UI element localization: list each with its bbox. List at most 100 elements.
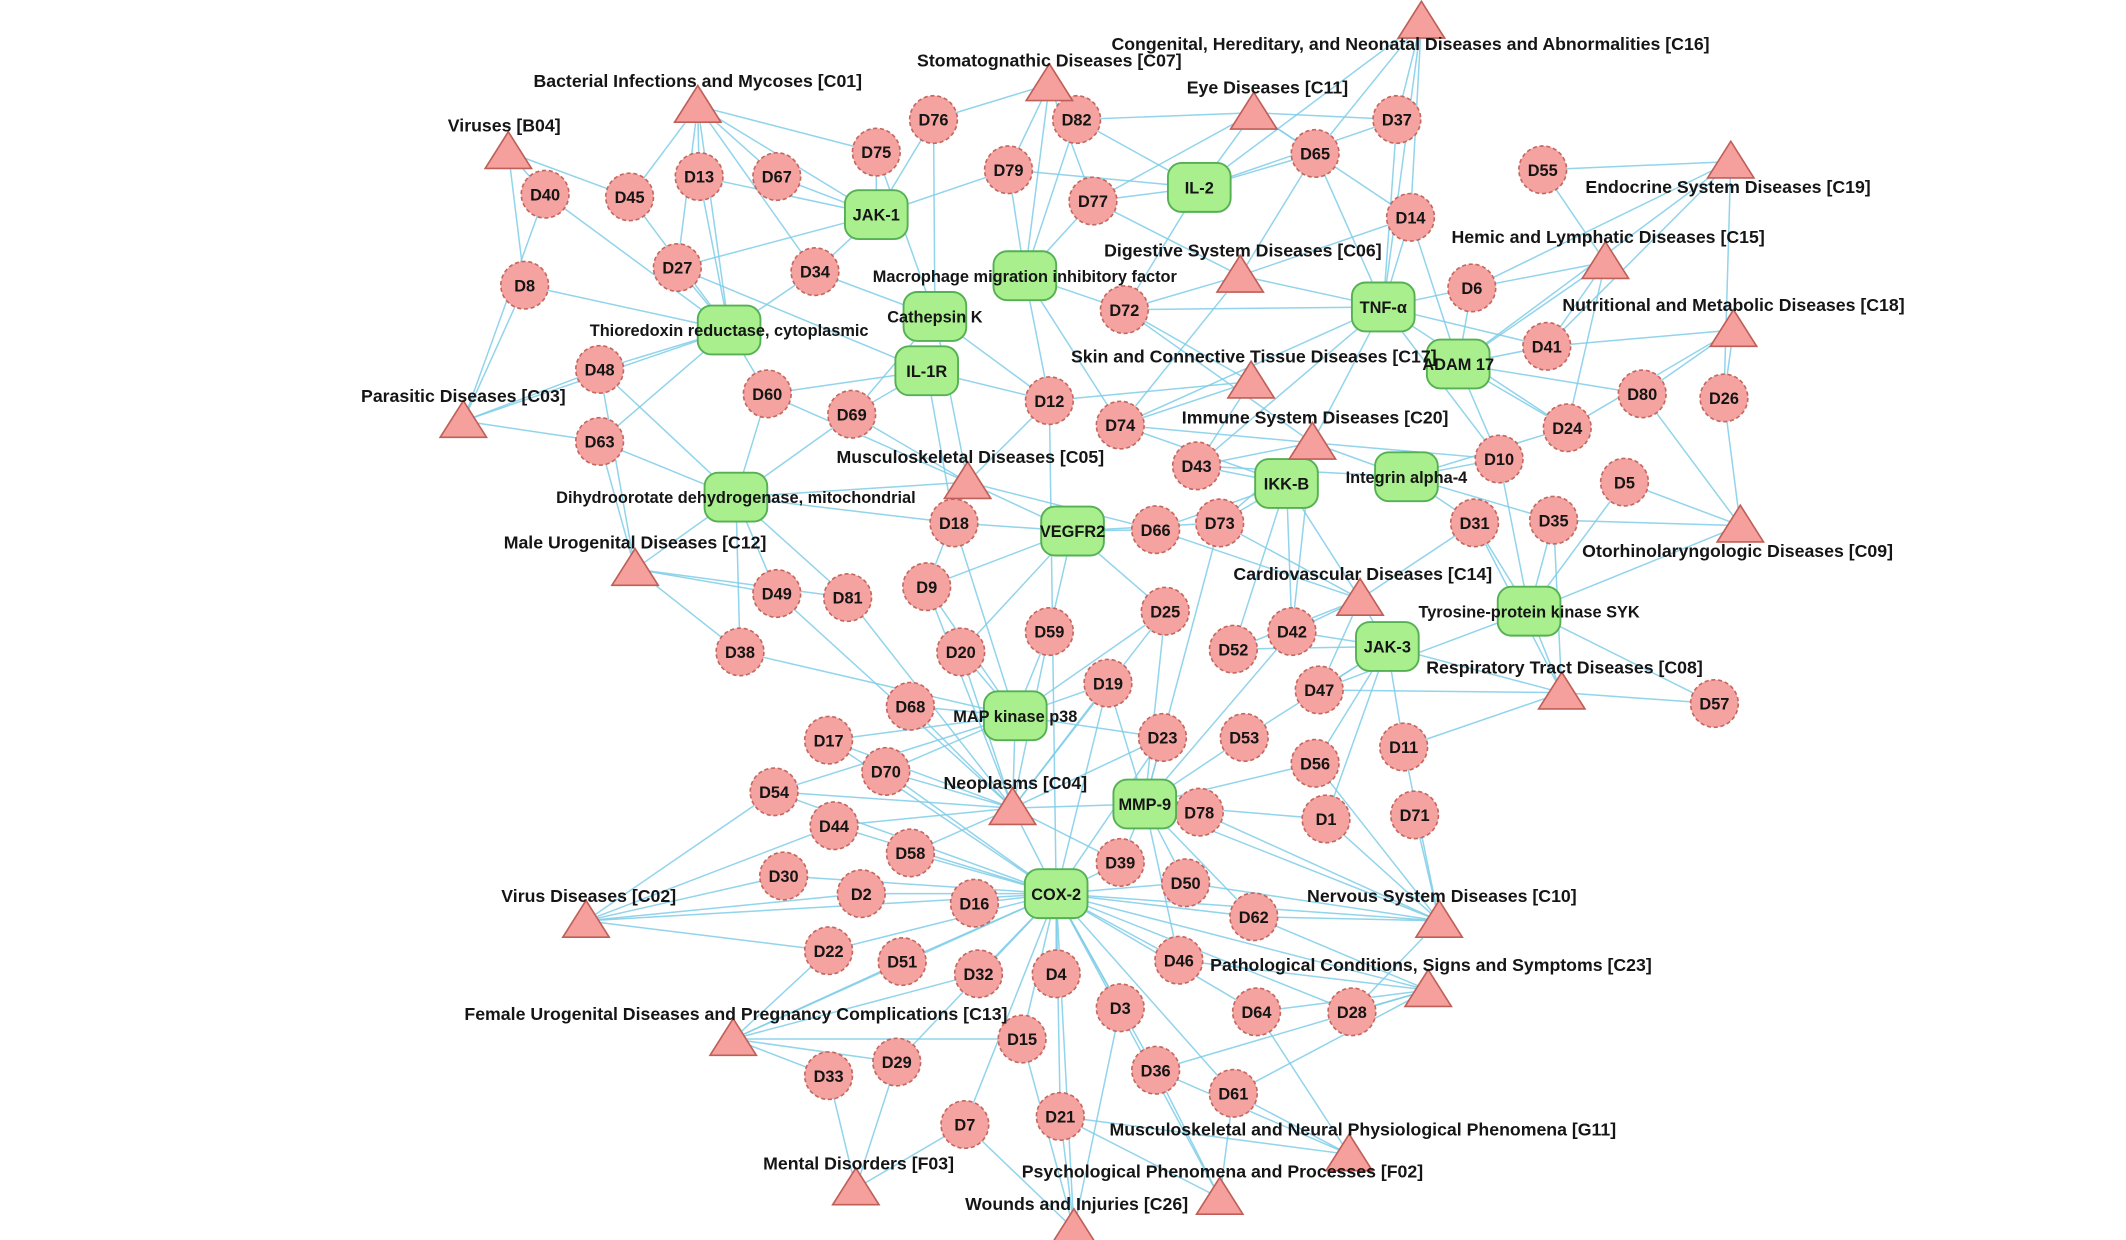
disease-circle[interactable] <box>1229 892 1279 942</box>
disease-node-D56[interactable]: D56 <box>1290 738 1340 788</box>
disease-circle[interactable] <box>1522 321 1572 371</box>
category-triangle[interactable] <box>1708 308 1759 348</box>
target-box[interactable] <box>1023 868 1089 920</box>
disease-node-D4[interactable]: D4 <box>1031 949 1081 999</box>
disease-node-D13[interactable]: D13 <box>674 151 724 202</box>
category-triangle[interactable] <box>1580 240 1631 280</box>
target-box[interactable] <box>843 189 909 240</box>
disease-node-D27[interactable]: D27 <box>652 242 702 293</box>
disease-node-D58[interactable]: D58 <box>885 828 936 878</box>
category-node-F02[interactable] <box>1195 1175 1245 1216</box>
disease-circle[interactable] <box>1689 678 1740 729</box>
target-node-MIF[interactable] <box>992 250 1058 302</box>
disease-circle[interactable] <box>1528 495 1579 545</box>
disease-circle[interactable] <box>1208 1068 1259 1118</box>
disease-circle[interactable] <box>574 344 625 395</box>
disease-circle[interactable] <box>803 1051 854 1101</box>
disease-node-D73[interactable]: D73 <box>1195 498 1245 548</box>
disease-node-D45[interactable]: D45 <box>604 172 655 222</box>
disease-circle[interactable] <box>803 715 854 765</box>
category-node-C02[interactable] <box>561 898 611 938</box>
category-triangle[interactable] <box>1715 503 1765 543</box>
disease-node-D7[interactable]: D7 <box>940 1099 990 1150</box>
target-node-CATK[interactable] <box>902 291 968 342</box>
disease-node-D14[interactable]: D14 <box>1385 192 1436 242</box>
category-triangle[interactable] <box>673 84 723 124</box>
disease-node-D57[interactable]: D57 <box>1689 678 1740 729</box>
target-node-IKKB[interactable] <box>1254 458 1319 509</box>
disease-circle[interactable] <box>803 926 854 976</box>
target-box[interactable] <box>992 250 1058 302</box>
target-box[interactable] <box>894 345 960 397</box>
disease-node-D23[interactable]: D23 <box>1137 712 1188 763</box>
disease-node-D34[interactable]: D34 <box>790 247 840 297</box>
target-box[interactable] <box>902 291 968 342</box>
disease-circle[interactable] <box>1174 787 1224 837</box>
disease-circle[interactable] <box>997 1014 1047 1064</box>
disease-node-D65[interactable]: D65 <box>1290 128 1340 179</box>
disease-circle[interactable] <box>1024 606 1075 657</box>
category-node-C08[interactable] <box>1537 670 1587 710</box>
target-node-JAK1[interactable] <box>843 189 909 240</box>
disease-circle[interactable] <box>520 169 570 219</box>
disease-circle[interactable] <box>715 627 765 677</box>
disease-circle[interactable] <box>790 247 840 297</box>
target-box[interactable] <box>1350 281 1416 333</box>
disease-node-D30[interactable]: D30 <box>758 851 809 901</box>
target-box[interactable] <box>1355 621 1420 672</box>
disease-node-D49[interactable]: D49 <box>752 568 802 619</box>
target-node-JAK3[interactable] <box>1355 621 1420 672</box>
disease-circle[interactable] <box>827 389 877 439</box>
disease-node-D55[interactable]: D55 <box>1518 145 1568 195</box>
disease-node-D52[interactable]: D52 <box>1208 624 1259 674</box>
disease-node-D74[interactable]: D74 <box>1095 400 1145 450</box>
disease-node-D31[interactable]: D31 <box>1449 498 1500 548</box>
disease-circle[interactable] <box>940 1099 990 1150</box>
disease-node-D46[interactable]: D46 <box>1154 935 1204 985</box>
target-box[interactable] <box>1374 451 1439 503</box>
disease-node-D29[interactable]: D29 <box>872 1037 922 1087</box>
disease-node-D26[interactable]: D26 <box>1699 373 1749 423</box>
disease-node-D5[interactable]: D5 <box>1599 457 1650 507</box>
disease-circle[interactable] <box>1160 858 1211 908</box>
disease-circle[interactable] <box>1449 498 1500 548</box>
category-triangle[interactable] <box>483 130 533 170</box>
disease-circle[interactable] <box>953 949 1004 999</box>
disease-node-D32[interactable]: D32 <box>953 949 1004 999</box>
target-node-IL2[interactable] <box>1166 162 1232 213</box>
category-triangle[interactable] <box>1324 1132 1374 1172</box>
category-node-C23[interactable] <box>1403 968 1453 1008</box>
disease-node-D18[interactable]: D18 <box>929 498 979 548</box>
disease-node-D79[interactable]: D79 <box>983 145 1034 195</box>
disease-circle[interactable] <box>1447 263 1497 313</box>
category-triangle[interactable] <box>1215 253 1265 293</box>
disease-node-D62[interactable]: D62 <box>1229 892 1279 942</box>
disease-circle[interactable] <box>1389 790 1440 840</box>
category-triangle[interactable] <box>831 1166 881 1206</box>
target-box[interactable] <box>1496 585 1562 637</box>
disease-circle[interactable] <box>908 94 959 145</box>
disease-node-D10[interactable]: D10 <box>1474 434 1524 484</box>
target-box[interactable] <box>1166 162 1232 213</box>
category-node-C18[interactable] <box>1708 308 1759 348</box>
category-triangle[interactable] <box>1051 1207 1097 1240</box>
disease-circle[interactable] <box>1031 949 1081 999</box>
disease-node-D51[interactable]: D51 <box>877 936 927 987</box>
target-node-MAPK[interactable] <box>983 690 1048 742</box>
disease-circle[interactable] <box>1051 94 1102 145</box>
disease-circle[interactable] <box>1035 1091 1085 1141</box>
disease-node-D60[interactable]: D60 <box>742 369 792 419</box>
disease-circle[interactable] <box>1068 176 1118 226</box>
category-node-C04[interactable] <box>987 786 1038 826</box>
disease-node-D63[interactable]: D63 <box>574 416 625 466</box>
target-box[interactable] <box>1254 458 1319 509</box>
disease-node-D72[interactable]: D72 <box>1099 285 1149 335</box>
disease-circle[interactable] <box>758 851 809 901</box>
category-node-C15[interactable] <box>1580 240 1631 280</box>
disease-node-D36[interactable]: D36 <box>1131 1045 1181 1095</box>
disease-node-D43[interactable]: D43 <box>1171 441 1222 491</box>
target-node-MMP9[interactable] <box>1112 778 1178 830</box>
disease-circle[interactable] <box>1095 837 1145 888</box>
disease-node-D75[interactable]: D75 <box>851 127 901 177</box>
disease-node-D78[interactable]: D78 <box>1174 787 1224 837</box>
